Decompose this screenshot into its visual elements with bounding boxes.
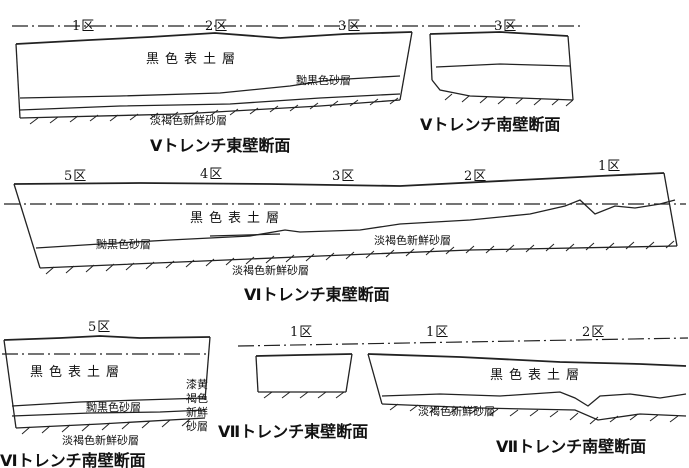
layer-label: 黒色表土層 xyxy=(490,367,585,383)
layer-label: 黝黒色砂層 xyxy=(86,400,141,414)
zone-label: 2区 xyxy=(205,19,228,34)
layer-label: 淡褐色新鮮砂層 xyxy=(374,233,451,247)
panel-vi-east: 5区 4区 3区 2区 1区 黒色表土層 黝黒色砂層 淡褐色新鮮砂層 淡褐色新鮮… xyxy=(4,159,686,304)
wall-right xyxy=(345,353,353,393)
wall-right xyxy=(204,336,211,401)
layer-boundary xyxy=(35,199,676,249)
ground-surface xyxy=(429,31,569,37)
ground-surface xyxy=(15,31,413,45)
vertical-label-char: 褐 xyxy=(186,391,197,405)
zone-label: 1区 xyxy=(426,325,449,340)
ground-surface xyxy=(13,172,665,187)
layer-label: 淡褐色新鮮砂層 xyxy=(150,113,227,127)
layer-boundary xyxy=(381,391,687,407)
layer-boundary xyxy=(11,397,206,407)
layer-label: 黒色表土層 xyxy=(30,364,125,380)
layer-boundary xyxy=(19,75,401,99)
trench-floor xyxy=(381,403,687,421)
vertical-label-char: 漆 xyxy=(186,378,197,391)
vertical-label-char: 層 xyxy=(197,420,208,433)
floor-hatch xyxy=(263,391,345,399)
zone-label: 1区 xyxy=(72,19,95,34)
wall-right xyxy=(567,35,574,101)
ground-surface xyxy=(367,353,687,367)
layer-label: 黝黒色砂層 xyxy=(296,73,351,87)
layer-label: 淡褐色新鮮砂層 xyxy=(62,433,139,447)
zone-label: 3区 xyxy=(494,19,517,34)
wall-right xyxy=(399,31,413,101)
trench-floor xyxy=(15,417,206,429)
wall-right xyxy=(663,172,678,247)
vertical-label-text: 漆黄褐色新鮮砂層 xyxy=(186,377,208,433)
layer-label: 淡褐色新鮮砂層 xyxy=(232,263,309,277)
layer-label: 黒色表土層 xyxy=(146,51,241,67)
zone-label: 3区 xyxy=(332,169,355,184)
layer-boundary xyxy=(11,409,206,417)
floor-hatch xyxy=(29,97,399,125)
panel-caption: Ⅶトレンチ南壁断面 xyxy=(496,437,646,456)
vertical-label-char: 新 xyxy=(186,405,197,419)
layer-boundary xyxy=(19,93,401,111)
zone-label: 2区 xyxy=(582,325,605,340)
vertical-label-char: 色 xyxy=(197,391,208,405)
panel-caption: Ⅴトレンチ東壁断面 xyxy=(150,136,290,155)
wall-left xyxy=(3,339,17,429)
layer-label: 黒色表土層 xyxy=(190,210,285,226)
wall-left xyxy=(13,183,41,269)
zone-label: 5区 xyxy=(88,320,111,335)
layer-label: 黝黒色砂層 xyxy=(96,237,151,251)
zone-label: 1区 xyxy=(290,325,313,340)
vertical-label-char: 黄 xyxy=(197,377,208,391)
ground-surface xyxy=(3,335,211,341)
panel-vii: 1区 1区 2区 Ⅶトレンチ東壁断面 黒色表土層 淡褐色新鮮砂層 Ⅶトレンチ南壁… xyxy=(218,325,689,456)
floor-hatch xyxy=(45,240,675,275)
wall-left xyxy=(255,355,259,393)
zone-label: 1区 xyxy=(598,159,621,174)
vertical-label-char: 砂 xyxy=(186,420,197,433)
panel-v: 1区 2区 3区 3区 黒色表土層 黝黒色砂層 淡褐色新鮮砂層 Ⅴトレンチ東壁断… xyxy=(12,19,580,155)
zone-label: 4区 xyxy=(200,167,223,182)
zone-label: 3区 xyxy=(338,19,361,34)
panel-caption: Ⅴトレンチ南壁断面 xyxy=(420,115,560,134)
layer-boundary xyxy=(435,63,571,68)
floor-hatch xyxy=(21,418,191,435)
trench-floor xyxy=(19,99,401,119)
layer-boundary xyxy=(209,233,281,237)
vertical-layer-label: 漆黄褐色新鮮砂層 xyxy=(186,377,208,433)
datum-line xyxy=(237,337,689,347)
wall-left xyxy=(367,353,383,405)
vertical-label-char: 鮮 xyxy=(197,405,208,419)
trench-floor xyxy=(431,79,574,101)
panel-caption: Ⅶトレンチ東壁断面 xyxy=(218,422,368,441)
ground-surface xyxy=(255,353,353,357)
zone-label: 5区 xyxy=(64,169,87,184)
wall-left xyxy=(15,43,21,119)
panel-caption: Ⅵトレンチ東壁断面 xyxy=(244,285,390,304)
wall-left xyxy=(429,33,433,81)
layer-label: 淡褐色新鮮砂層 xyxy=(418,404,495,418)
floor-hatch xyxy=(389,403,679,425)
floor-hatch xyxy=(444,93,574,107)
panel-caption: Ⅵトレンチ南壁断面 xyxy=(0,451,146,468)
panel-vi-south: 5区 黒色表土層 黝黒色砂層 淡褐色新鮮砂層 漆黄褐色新鮮砂層 Ⅵトレンチ南壁断… xyxy=(0,320,211,468)
zone-label: 2区 xyxy=(464,169,487,184)
